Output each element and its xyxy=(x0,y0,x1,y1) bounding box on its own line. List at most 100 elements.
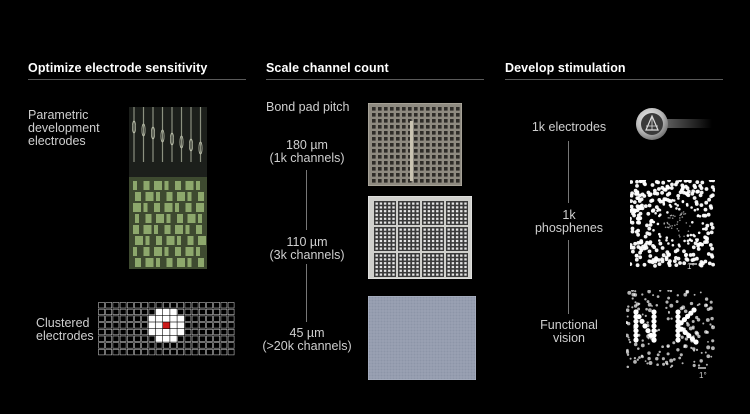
bond-pad xyxy=(399,202,402,205)
phosphene-dot xyxy=(690,191,695,196)
bond-pad xyxy=(455,273,459,276)
bond-pad xyxy=(383,243,387,246)
bond-pad xyxy=(407,221,411,224)
channel-count: (3k channels) xyxy=(269,248,345,262)
letter-dot xyxy=(691,307,697,313)
bond-pad xyxy=(440,202,443,205)
phosphene-dot xyxy=(636,196,641,201)
phosphene-dot xyxy=(646,362,649,365)
bond-pad xyxy=(388,243,391,246)
phosphene-dot xyxy=(663,197,668,202)
phosphene-dot xyxy=(670,364,674,368)
bond-pad xyxy=(431,206,435,209)
bond-pad xyxy=(440,232,443,235)
phosphene-dot xyxy=(689,233,693,237)
electrode-cell xyxy=(184,322,192,329)
phosphene-dot xyxy=(666,226,669,229)
bond-pad xyxy=(460,262,463,265)
electrode-cell xyxy=(163,322,170,329)
bond-pad xyxy=(388,254,391,257)
bond-pad xyxy=(412,232,415,235)
bond-pad xyxy=(426,179,430,183)
stim-label-phosphenes: 1k phosphenes xyxy=(521,209,617,235)
phosphene-dot xyxy=(652,294,655,297)
bond-pad xyxy=(455,221,459,224)
phosphene-dot xyxy=(688,326,693,331)
phosphene-dot xyxy=(678,261,682,265)
bond-pad xyxy=(451,236,455,239)
bond-pad xyxy=(379,254,383,257)
electrode-site xyxy=(133,203,141,212)
electrode-site xyxy=(154,225,158,234)
electrode-site xyxy=(177,236,181,245)
phosphene-dot xyxy=(706,252,711,256)
bond-pad xyxy=(408,155,412,159)
bond-pad xyxy=(451,243,455,246)
phosphene-dot xyxy=(708,204,713,208)
phosphene-dot xyxy=(626,321,628,324)
electrode-cell xyxy=(184,342,192,349)
bond-pad xyxy=(383,202,387,205)
electrode-site xyxy=(177,214,183,223)
phosphene-dot xyxy=(631,297,634,300)
electrode-cell xyxy=(148,322,156,329)
electrode-cell xyxy=(184,315,192,322)
electrode-cell xyxy=(148,328,156,336)
bond-pad xyxy=(414,125,418,129)
phosphene-dot xyxy=(656,180,660,185)
phosphene-dot xyxy=(630,216,632,221)
phosphene-dot xyxy=(630,193,634,198)
stim-label-functional-vision: Functional vision xyxy=(521,319,617,345)
bond-pad xyxy=(460,221,463,224)
bond-pad xyxy=(384,173,388,177)
bond-pad xyxy=(402,137,406,141)
phosphene-dot xyxy=(696,189,700,194)
electrode-cell xyxy=(170,342,177,349)
bond-pad xyxy=(450,107,454,111)
bond-pad xyxy=(390,143,394,147)
bond-pad xyxy=(379,258,383,261)
electrode-cell xyxy=(148,335,156,342)
bond-pad xyxy=(412,243,415,246)
electrode-cell xyxy=(105,342,112,349)
electrode-site xyxy=(185,225,190,234)
phosphene-dot xyxy=(626,353,630,357)
bond-pad xyxy=(379,206,383,209)
bond-pad xyxy=(375,228,378,231)
bond-pad xyxy=(432,137,436,141)
electrode-site xyxy=(196,225,202,234)
bond-pad xyxy=(426,125,430,129)
bond-pad xyxy=(396,173,400,177)
phosphene-dot xyxy=(701,222,705,225)
phosphene-dot xyxy=(683,235,685,238)
bond-pad xyxy=(444,125,448,129)
electrode-cell xyxy=(199,342,206,349)
electrode-site xyxy=(143,247,150,256)
bond-pad xyxy=(408,143,412,147)
bond-pad xyxy=(416,202,419,205)
electrode-device-image xyxy=(636,108,712,140)
phosphene-dot xyxy=(646,190,651,195)
bond-pad xyxy=(438,113,442,117)
phosphene-dot xyxy=(696,208,699,211)
phosphene-dot xyxy=(627,336,630,339)
phosphene-dot xyxy=(654,211,657,215)
bond-pad xyxy=(426,167,430,171)
bond-pad xyxy=(399,217,402,220)
bond-pad xyxy=(402,107,406,111)
phosphene-dot xyxy=(631,245,636,250)
electrode-cell xyxy=(155,322,163,329)
bond-pad xyxy=(414,143,418,147)
phosphene-dot xyxy=(674,224,676,227)
bond-pad xyxy=(438,119,442,123)
bond-pad xyxy=(390,113,394,117)
bond-pad xyxy=(432,167,436,171)
electrode-cell xyxy=(177,342,184,349)
electrode-cell xyxy=(227,349,235,356)
electrode-site xyxy=(196,247,200,256)
bond-pad xyxy=(384,155,388,159)
bond-pad xyxy=(455,265,459,269)
label-line: electrodes xyxy=(28,134,86,148)
phosphene-dot xyxy=(626,321,631,326)
phosphene-dot xyxy=(691,320,695,323)
